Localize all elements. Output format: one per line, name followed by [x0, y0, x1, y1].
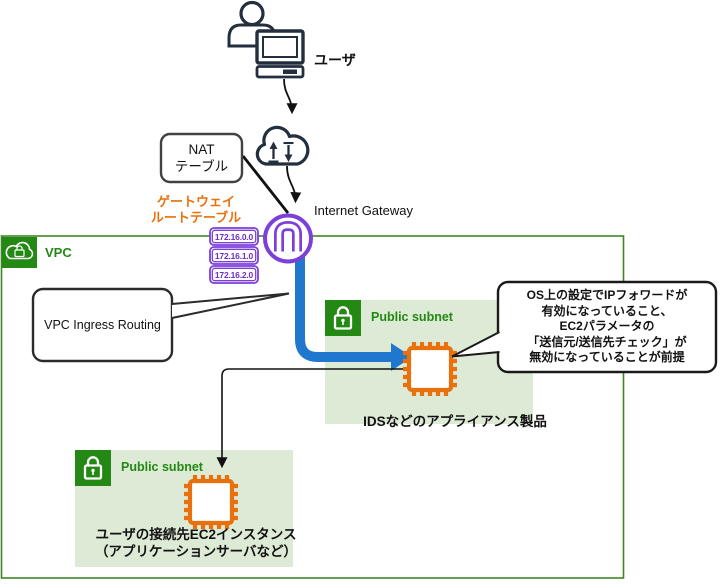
nat-pointer-line	[241, 155, 290, 214]
internet-gateway-icon	[263, 213, 313, 264]
blue-traffic-arrowhead	[391, 343, 412, 371]
route-entry: 172.16.2.0	[214, 269, 254, 280]
vpc-ingress-callout-tail	[171, 292, 290, 319]
user-label: ユーザ	[314, 52, 356, 68]
vpc-ingress-callout-label: VPC Ingress Routing	[44, 318, 161, 332]
appliance-to-ec2-arrow	[216, 368, 407, 469]
user-computer-icon	[227, 0, 305, 79]
nat-table-box	[159, 132, 244, 184]
user-subnet-label: Public subnet	[121, 460, 203, 474]
route-entry: 172.16.0.0	[214, 231, 254, 242]
vpc-cloud-lock-icon	[2, 237, 37, 268]
os-note-text: OS上の設定でIPフォワードが 有効になっていること、 EC2パラメータの 「送…	[526, 288, 688, 364]
appliance-subnet-label: Public subnet	[371, 310, 453, 324]
user-ec2-caption: ユーザの接続先EC2インスタンス （アプリケーションサーバなど）	[94, 527, 298, 559]
appliance-ec2-instance-icon	[403, 342, 457, 396]
internet-cloud-icon	[255, 125, 310, 166]
internet-gateway-label: Internet Gateway	[314, 203, 413, 218]
route-entry-boxes	[209, 227, 259, 284]
appliance-subnet-lock-icon	[325, 300, 361, 336]
vpc-ingress-callout-box	[31, 287, 174, 363]
gateway-route-table-title: ゲートウェイ ルートテーブル	[150, 194, 242, 225]
blue-traffic-arrow	[295, 257, 391, 362]
user-to-internet-arrow	[283, 78, 298, 115]
internet-to-igw-arrow	[286, 165, 302, 204]
user-ec2-instance-icon	[184, 475, 238, 529]
user-subnet-lock-icon	[75, 450, 111, 486]
os-note-callout-box	[496, 280, 718, 374]
os-note-callout-tail	[451, 331, 500, 358]
route-entry: 172.16.1.0	[214, 250, 254, 261]
vpc-label: VPC	[45, 245, 72, 260]
appliance-caption: IDSなどのアプライアンス製品	[363, 414, 547, 429]
